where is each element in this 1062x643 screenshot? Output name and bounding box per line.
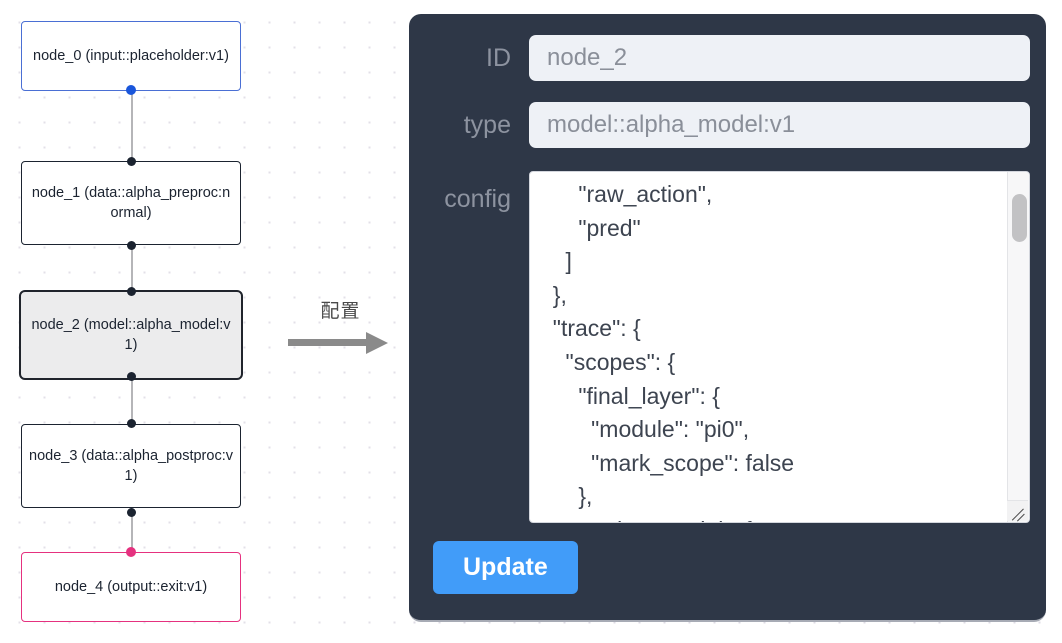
edge-node3-node4: [131, 512, 133, 549]
arrow-shaft: [288, 339, 368, 346]
flow-node-node_2[interactable]: node_2 (model::alpha_model:v1): [19, 290, 243, 380]
form-row-id: ID: [409, 35, 1046, 81]
form-row-config: config: [409, 171, 1046, 523]
type-field-label: type: [463, 110, 511, 139]
node-handle-node_4-target[interactable]: [126, 547, 136, 557]
flow-node-node_0[interactable]: node_0 (input::placeholder:v1): [21, 21, 241, 91]
node-handle-node_2-target[interactable]: [127, 287, 136, 296]
flow-node-label-node_4: node_4 (output::exit:v1): [54, 579, 208, 595]
node-handle-node_3-target[interactable]: [127, 419, 136, 428]
edge-node0-node1: [131, 90, 133, 162]
node-handle-node_1-target[interactable]: [127, 157, 136, 166]
id-input[interactable]: [529, 35, 1030, 81]
flow-node-label-node_0: node_0 (input::placeholder:v1): [33, 48, 229, 64]
node-handle-node_2-source[interactable]: [127, 372, 136, 381]
type-input[interactable]: [529, 102, 1030, 148]
flow-node-label-node_3: node_3 (data::alpha_postproc:v1): [29, 448, 233, 484]
flow-node-node_3[interactable]: node_3 (data::alpha_postproc:v1): [21, 424, 241, 508]
flow-canvas[interactable]: node_0 (input::placeholder:v1) node_1 (d…: [0, 0, 400, 643]
update-button[interactable]: Update: [433, 541, 578, 594]
transition-arrow-label: 配置: [320, 301, 361, 322]
edge-node2-node3: [131, 375, 133, 421]
flow-node-node_4[interactable]: node_4 (output::exit:v1): [21, 552, 241, 622]
config-field-label: config: [444, 185, 511, 213]
config-textarea-wrapper: [529, 171, 1030, 523]
config-scrollbar[interactable]: [1007, 172, 1029, 522]
node-handle-node_3-source[interactable]: [127, 508, 136, 517]
node-handle-node_1-source[interactable]: [127, 241, 136, 250]
flow-node-label-node_2: node_2 (model::alpha_model:v1): [31, 317, 231, 353]
edge-node1-node2: [131, 245, 133, 295]
node-config-panel: ID type config Update: [409, 14, 1046, 622]
config-textarea[interactable]: [530, 172, 1029, 522]
form-row-type: type: [409, 102, 1046, 148]
transition-arrow-group: 配置: [288, 300, 393, 362]
arrow-head: [366, 332, 388, 354]
config-scrollbar-thumb[interactable]: [1012, 194, 1027, 242]
flow-node-node_1[interactable]: node_1 (data::alpha_preproc:normal): [21, 161, 241, 245]
resize-grip-icon[interactable]: [1007, 500, 1028, 521]
arrow-right-icon: [288, 332, 393, 354]
node-handle-node_0-source[interactable]: [126, 85, 136, 95]
flow-node-label-node_1: node_1 (data::alpha_preproc:normal): [31, 185, 231, 221]
id-field-label: ID: [486, 43, 511, 72]
